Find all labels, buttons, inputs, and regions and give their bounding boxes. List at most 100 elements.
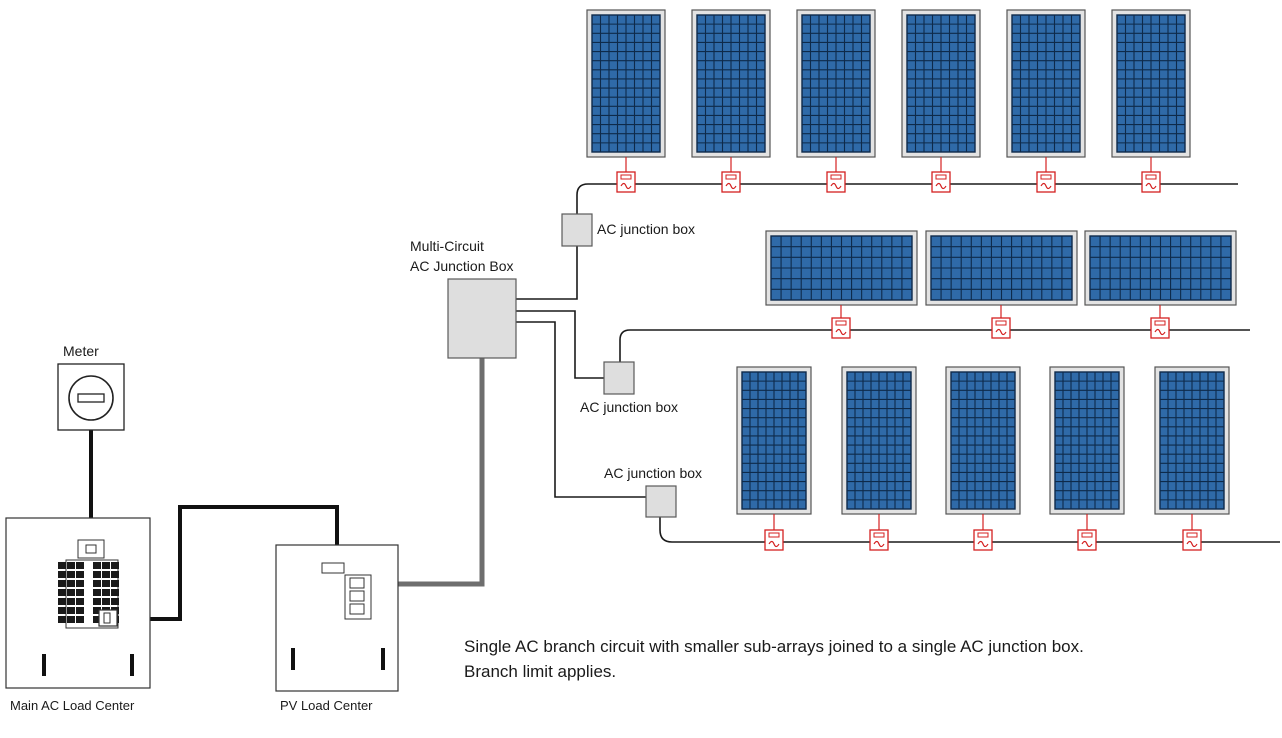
breaker <box>58 616 66 623</box>
inverter-label-plate <box>1040 174 1052 180</box>
bottom-panel-5 <box>1154 366 1230 515</box>
breaker <box>93 580 101 587</box>
breaker <box>76 580 84 587</box>
breaker <box>111 571 119 578</box>
panel-grid <box>771 236 912 300</box>
panel-grid <box>951 372 1015 509</box>
bottom-panel-2 <box>841 366 917 515</box>
microinverter-icon <box>1077 514 1097 551</box>
inverter-label-plate <box>977 532 989 538</box>
breaker <box>111 589 119 596</box>
multi-circuit-junction-box: Multi-Circuit AC Junction Box <box>410 238 517 359</box>
breaker <box>76 607 84 614</box>
breaker <box>102 598 110 605</box>
main-ac-load-center: Main AC Load Center <box>5 517 151 713</box>
caption-line2: Branch limit applies. <box>464 662 616 681</box>
junction-box-icon <box>603 361 635 395</box>
microinverter-icon <box>764 514 784 551</box>
mcjb-to-top-jbox <box>516 246 578 300</box>
panel-grid <box>802 15 870 152</box>
breaker <box>102 571 110 578</box>
junction-box-middle: AC junction box <box>580 361 678 415</box>
bottom-branch-cable <box>659 503 1280 543</box>
inverter-ac-symbol <box>873 540 885 548</box>
panel-grid <box>1090 236 1231 300</box>
pv-bus-bar <box>321 562 345 574</box>
breaker <box>102 562 110 569</box>
inverter-ac-symbol <box>1145 182 1157 190</box>
pv-breaker-2 <box>349 590 365 602</box>
main-to-pv-cable <box>119 505 339 621</box>
top-panel-2 <box>691 9 771 158</box>
inverter-label-plate <box>1081 532 1093 538</box>
middle-panel-2 <box>925 230 1078 306</box>
panel-grid <box>697 15 765 152</box>
panel-grid <box>1160 372 1224 509</box>
inverter-ac-symbol <box>1040 182 1052 190</box>
knockout-left <box>42 654 46 676</box>
microinverter-icon <box>991 305 1011 339</box>
breaker <box>111 580 119 587</box>
inverter-label-plate <box>873 532 885 538</box>
panel-grid <box>931 236 1072 300</box>
breaker <box>76 571 84 578</box>
panel-grid <box>907 15 975 152</box>
inverter-label-plate <box>620 174 632 180</box>
microinverter-icon <box>1150 305 1170 339</box>
inverter-label-plate <box>830 174 842 180</box>
breaker <box>58 571 66 578</box>
microinverter-icon <box>1182 514 1202 551</box>
microinverter-icon <box>973 514 993 551</box>
top-array <box>586 9 1191 193</box>
wiring <box>89 183 1280 621</box>
inverter-ac-symbol <box>995 328 1007 336</box>
inverter-label-plate <box>935 174 947 180</box>
breaker <box>111 562 119 569</box>
inverter-ac-symbol <box>977 540 989 548</box>
main-breaker <box>77 539 105 559</box>
inverter-ac-symbol <box>768 540 780 548</box>
microinverter-icon <box>826 157 846 193</box>
main-load-center-label: Main AC Load Center <box>10 698 135 713</box>
main-breaker-handle <box>85 544 97 554</box>
breaker <box>93 589 101 596</box>
inverter-label-plate <box>995 320 1007 326</box>
junction-box-top: AC junction box <box>561 213 695 247</box>
panel-grid <box>1055 372 1119 509</box>
panel-grid <box>742 372 806 509</box>
pv-backfeed-handle <box>103 612 111 624</box>
top-branch-cable <box>576 183 1238 215</box>
meter: Meter <box>57 343 125 431</box>
pv-knockout-right <box>381 648 385 670</box>
inverter-label-plate <box>768 532 780 538</box>
jbox-mid-label: AC junction box <box>580 399 678 415</box>
multi-circuit-label-line2: AC Junction Box <box>410 258 514 274</box>
top-panel-6 <box>1111 9 1191 158</box>
top-panel-3 <box>796 9 876 158</box>
caption: Single AC branch circuit with smaller su… <box>464 637 1084 681</box>
pv-load-center: PV Load Center <box>275 544 399 713</box>
inverter-ac-symbol <box>1186 540 1198 548</box>
microinverter-icon <box>616 157 636 193</box>
panel-grid <box>592 15 660 152</box>
junction-box-icon <box>645 485 677 518</box>
multi-circuit-box <box>447 278 517 359</box>
breaker <box>58 607 66 614</box>
bottom-panel-4 <box>1049 366 1125 515</box>
breaker <box>76 598 84 605</box>
breaker <box>58 598 66 605</box>
microinverter-icon <box>831 305 851 339</box>
breaker <box>111 598 119 605</box>
bottom-panel-3 <box>945 366 1021 515</box>
inverter-label-plate <box>1154 320 1166 326</box>
pv-breaker-3 <box>349 603 365 615</box>
middle-panel-1 <box>765 230 918 306</box>
breaker <box>93 616 101 623</box>
knockout-right <box>130 654 134 676</box>
meter-label: Meter <box>63 343 99 359</box>
microinverter-icon <box>931 157 951 193</box>
top-panel-1 <box>586 9 666 158</box>
jbox-top-label: AC junction box <box>597 221 695 237</box>
